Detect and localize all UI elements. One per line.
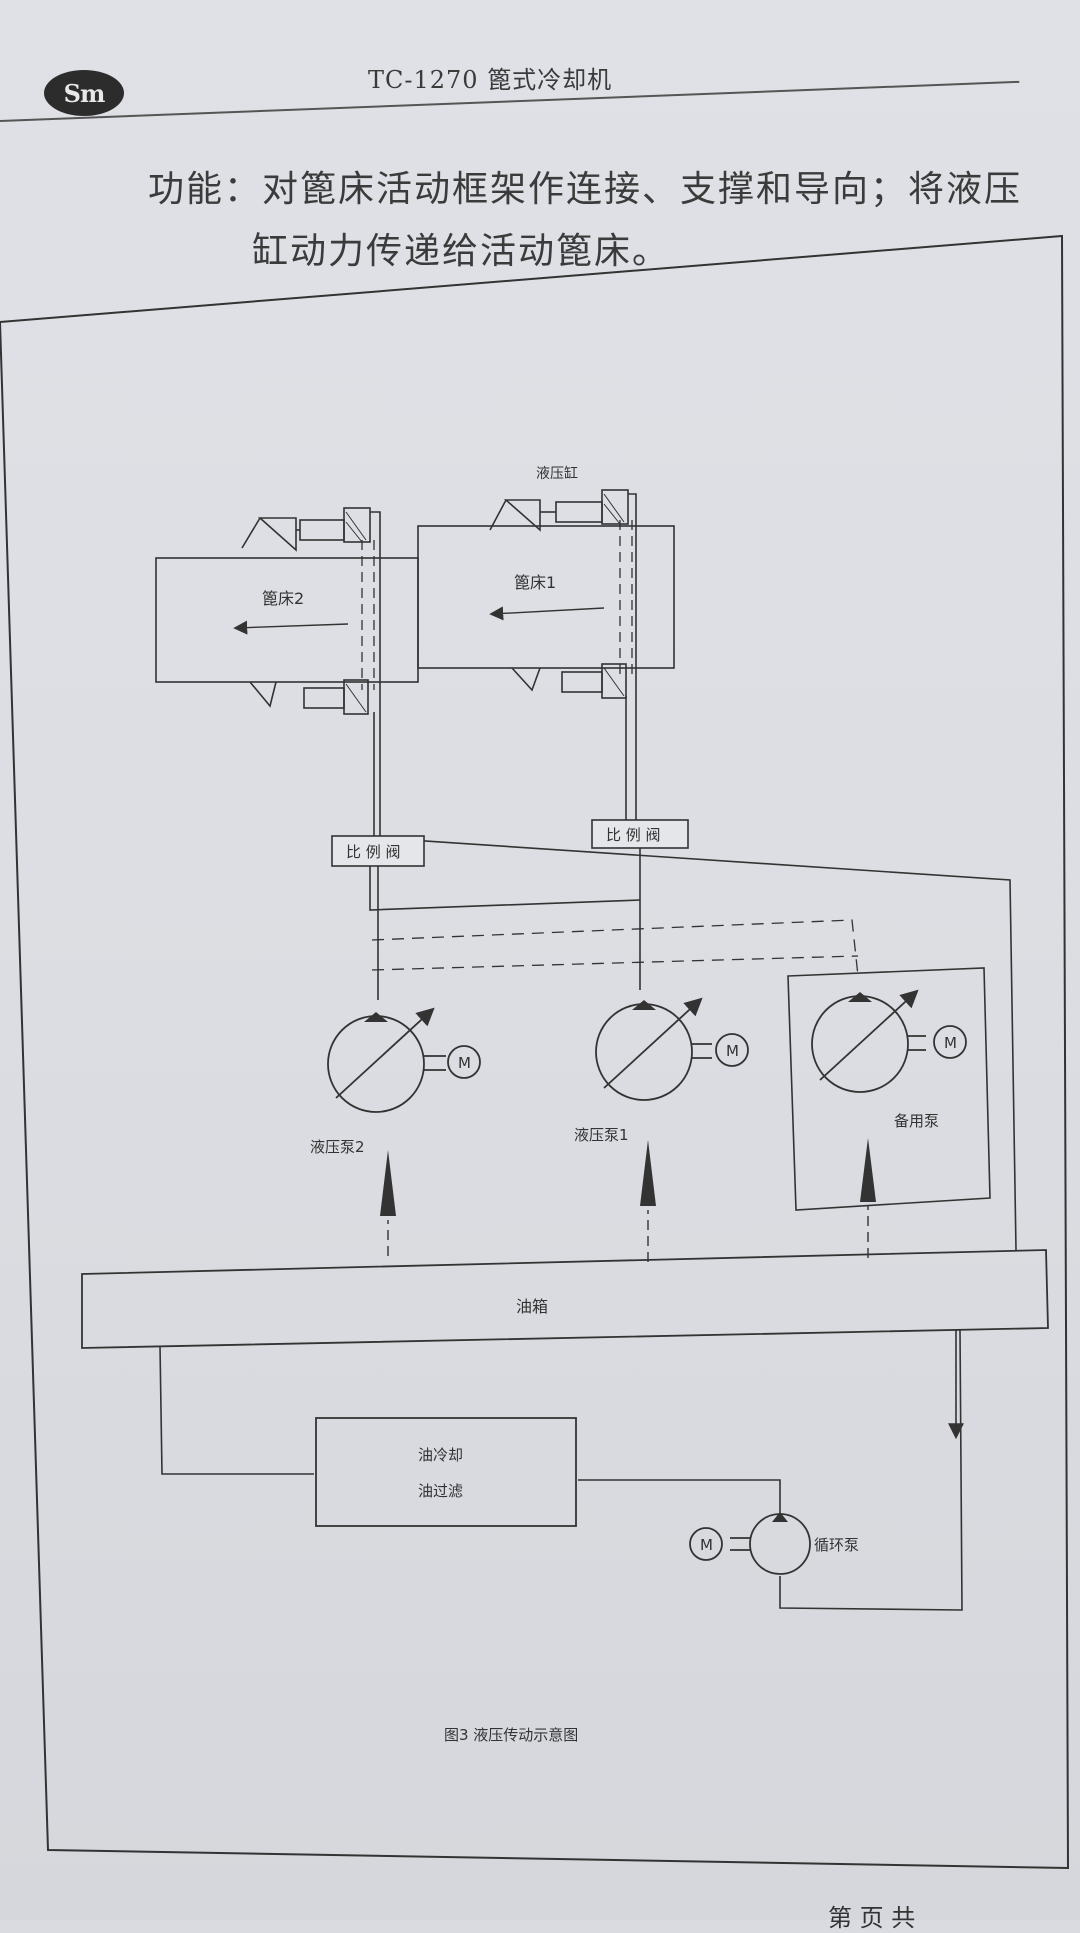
motor-pump-1 [715,1033,749,1067]
motor-2-label: M [458,1054,471,1072]
motor-circ-label: M [700,1536,713,1554]
page-footer: 第 页 共 [828,1904,916,1932]
cooler-label: 油冷却 [418,1446,463,1464]
standby-pump-box [787,967,991,1211]
grate-2-arrow [233,620,349,635]
cylinder-grate2-bottom [303,687,345,709]
grate-2-label: 篦床2 [262,589,304,608]
filter-label: 油过滤 [418,1482,463,1500]
proportional-valve-1 [591,819,689,849]
pump-2-label: 液压泵2 [310,1138,365,1156]
grate-1-arrow [489,606,605,621]
cylinder-grate1-top [555,501,603,523]
cylinder-grate1-bottom [561,671,603,693]
standby-pump-label: 备用泵 [894,1112,939,1130]
circulation-pump [749,1513,811,1575]
cylinder-grate2-top [299,519,345,541]
valve-1-label: 比 例 阀 [606,826,661,844]
figure-caption: 图3 液压传动示意图 [444,1726,579,1744]
oil-cooler-filter [315,1417,577,1527]
function-line-2: 缸动力传递给活动篦床。 [252,231,671,272]
grate-1-box [417,525,675,669]
document-title: TC-1270 篦式冷却机 [368,66,613,94]
grate-1-label: 篦床1 [514,573,556,592]
motor-1-label: M [726,1042,739,1060]
function-line-1: 功能：对篦床活动框架作连接、支撑和导向；将液压 [148,169,1023,210]
tank-label: 油箱 [516,1297,548,1316]
oil-tank [81,1249,1049,1349]
diagram-frame [0,234,1070,1870]
company-logo: Sm [44,70,124,116]
motor-pump-2 [447,1045,481,1079]
cylinder-label: 液压缸 [536,465,578,482]
motor-standby [933,1025,967,1059]
circ-pump-label: 循环泵 [814,1536,859,1554]
grate-2-box [155,557,419,683]
valve-2-label: 比 例 阀 [346,843,401,861]
motor-circulation [689,1527,723,1561]
motor-standby-label: M [944,1034,957,1052]
pump-1-label: 液压泵1 [574,1126,629,1144]
